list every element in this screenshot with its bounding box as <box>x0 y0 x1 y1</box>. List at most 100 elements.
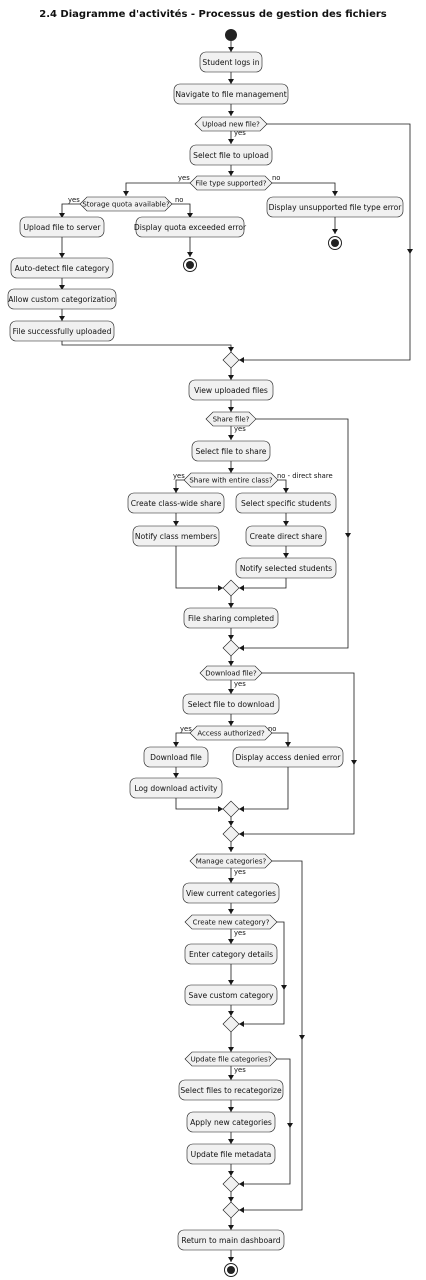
branch-label: yes <box>234 1066 246 1074</box>
arrow-head <box>59 285 65 290</box>
arrow-head <box>173 488 179 493</box>
decision-update-cat: Update file categories? <box>184 1051 278 1067</box>
activity-label: File successfully uploaded <box>13 327 112 336</box>
activity-unsupported: Display unsupported file type error <box>266 196 404 218</box>
arrow-head <box>332 229 338 234</box>
flow-edge <box>239 123 411 361</box>
flow-edge <box>172 203 191 218</box>
activity-view-uploaded: View uploaded files <box>188 379 274 401</box>
decision-share-class: Share with entire class? <box>183 472 279 488</box>
arrow-head <box>285 742 291 747</box>
arrow-head <box>228 980 234 985</box>
arrow-head <box>187 252 193 257</box>
activity-class-share: Create class-wide share <box>127 492 225 514</box>
decision-label: Share with entire class? <box>189 477 273 485</box>
activity-log-download: Log download activity <box>129 777 223 799</box>
arrow-head <box>228 635 234 640</box>
arrow-head <box>239 585 244 591</box>
arrow-head <box>287 1123 293 1128</box>
flow-edge <box>239 1058 291 1185</box>
flow-edge <box>175 479 184 493</box>
activity-update-meta: Update file metadata <box>186 1143 276 1165</box>
activity-auto-detect: Auto-detect file category <box>10 257 114 279</box>
arrow-head <box>187 213 193 218</box>
merge-share-class <box>222 579 240 597</box>
arrow-head <box>173 773 179 778</box>
branch-label: yes <box>234 425 246 433</box>
activity-label: Download file <box>150 753 202 762</box>
diagram-title: 2.4 Diagramme d'activités - Processus de… <box>39 9 387 20</box>
flow-edge <box>175 798 223 810</box>
edges-layer <box>59 41 413 1262</box>
arrow-head <box>228 661 234 666</box>
activity-label: Upload file to server <box>23 223 101 232</box>
activity-select-recat: Select files to recategorize <box>178 1079 284 1101</box>
decision-label: Download file? <box>205 670 257 678</box>
arrow-head <box>228 1047 234 1052</box>
activity-label: Display access denied error <box>235 753 341 762</box>
arrow-head <box>173 742 179 747</box>
decision-manage: Manage categories? <box>189 853 273 869</box>
activity-login: Student logs in <box>199 51 263 73</box>
flow-edge <box>61 341 232 352</box>
flow-edge <box>278 479 287 493</box>
activity-label: Display quota exceeded error <box>134 223 247 232</box>
activity-enter-details: Enter category details <box>184 943 278 965</box>
arrow-head <box>228 375 234 380</box>
activity-label: Student logs in <box>202 58 259 67</box>
arrow-head <box>228 111 234 116</box>
activity-quota-error: Display quota exceeded error <box>134 216 247 238</box>
arrow-head <box>228 435 234 440</box>
arrow-head <box>332 191 338 196</box>
branch-label: yes <box>234 868 246 876</box>
branch-label: no <box>272 174 280 182</box>
activity-label: File sharing completed <box>188 614 274 623</box>
flow-edge <box>272 732 289 747</box>
arrow-head <box>228 1011 234 1016</box>
flow-edge <box>239 921 285 1025</box>
arrow-head <box>228 939 234 944</box>
arrow-head <box>228 347 234 352</box>
decision-share: Share file? <box>205 411 257 427</box>
decision-access: Access authorized? <box>189 725 273 741</box>
flow-edge <box>125 182 190 196</box>
arrow-head <box>299 1035 305 1040</box>
arrow-head <box>239 1181 244 1187</box>
activity-label: Auto-detect file category <box>15 264 110 273</box>
activity-notify-class: Notify class members <box>132 525 220 547</box>
branch-label: no <box>268 725 276 733</box>
arrow-head <box>123 191 129 196</box>
arrow-head <box>228 171 234 176</box>
activity-view-categories: View current categories <box>182 882 280 904</box>
activity-label: Notify class members <box>135 532 217 541</box>
arrow-head <box>218 806 223 812</box>
activity-notify-students: Notify selected students <box>235 557 337 579</box>
arrow-head <box>173 521 179 526</box>
branch-label: yes <box>173 472 185 480</box>
arrow-head <box>228 847 234 852</box>
decision-label: Create new category? <box>193 919 270 927</box>
activity-select-upload: Select file to upload <box>189 144 273 166</box>
activity-direct-share: Create direct share <box>245 525 327 547</box>
activity-custom-cat: Allow custom categorization <box>7 288 117 310</box>
activity-label: Update file metadata <box>191 1150 272 1159</box>
activity-label: Create class-wide share <box>131 499 222 508</box>
arrow-head <box>228 1257 234 1262</box>
decision-type-supported: File type supported? <box>189 175 273 191</box>
arrow-head <box>228 909 234 914</box>
arrow-head <box>407 249 413 254</box>
activity-select-students: Select specific students <box>235 492 337 514</box>
activity-navigate: Navigate to file management <box>173 83 289 105</box>
activity-label: View current categories <box>186 889 276 898</box>
arrow-head <box>228 1197 234 1202</box>
arrow-head <box>59 253 65 258</box>
decision-label: Upload new file? <box>202 121 260 129</box>
merge-create-cat <box>222 1015 240 1033</box>
arrow-head <box>239 645 244 651</box>
arrow-head <box>228 1139 234 1144</box>
arrow-head <box>228 603 234 608</box>
decision-label: File type supported? <box>195 180 266 188</box>
activity-label: Navigate to file management <box>175 90 286 99</box>
merge-download <box>222 825 240 843</box>
activity-select-download: Select file to download <box>182 693 280 715</box>
